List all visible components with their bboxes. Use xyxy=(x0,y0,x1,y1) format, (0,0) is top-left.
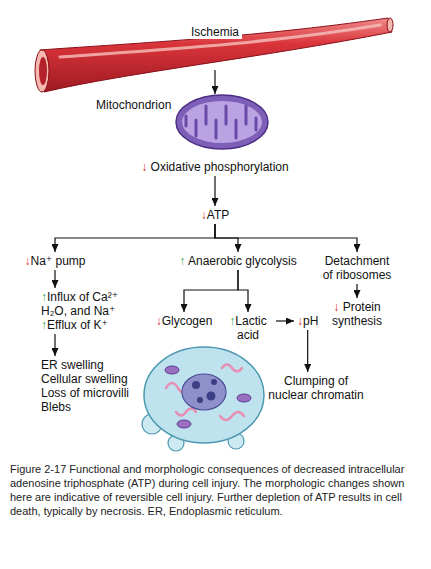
endoplasmic-reticulum xyxy=(166,365,244,421)
organelle-label: Mitochondrion xyxy=(96,94,272,152)
step-text: ↑Efflux of K⁺ xyxy=(41,318,135,332)
flow-arrow xyxy=(238,270,248,312)
flow-step: ↓Na⁺ pump xyxy=(21,252,88,270)
vessel-lumen xyxy=(39,57,47,85)
mitochondrion-cristae xyxy=(186,106,256,138)
mitochondrion-drawing xyxy=(176,95,268,149)
step-text: ↓ Oxidative phosphorylation xyxy=(141,160,288,174)
step-text: ↓ATP xyxy=(201,208,229,222)
flow-arrow xyxy=(54,270,55,288)
flow-step: Detachment of ribosomes xyxy=(317,252,397,284)
flow-step: ↓pH xyxy=(294,312,321,330)
step-text: ↓Glycogen xyxy=(156,314,213,328)
cell-nucleus xyxy=(182,374,226,410)
morphology-result: ER swelling Cellular swelling Loss of mi… xyxy=(38,356,138,416)
flow-arrow xyxy=(215,224,357,252)
vessel-label: Ischemia xyxy=(150,14,280,70)
chromatin-clump xyxy=(211,379,217,385)
flow-step: ↑Influx of Ca²⁺ H₂O, and Na⁺↑Efflux of K… xyxy=(38,288,138,334)
chromatin-clump xyxy=(207,392,216,401)
step-text: ER swelling Cellular swelling Loss of mi… xyxy=(41,358,135,414)
step-text: ↓pH xyxy=(297,314,318,328)
vessel-wall xyxy=(40,18,392,92)
step-text: Mitochondrion xyxy=(96,98,272,112)
cell-mitochondrion xyxy=(237,394,251,402)
flow-arrow xyxy=(54,334,55,356)
step-text: Detachment of ribosomes xyxy=(320,254,394,282)
flow-arrow xyxy=(307,330,308,372)
morphology-result: Clumping of nuclear chromatin xyxy=(262,372,370,404)
vessel-end xyxy=(387,18,393,32)
flow-arrow xyxy=(356,284,357,298)
mitochondrion-outer xyxy=(176,95,268,149)
cell-mitochondrion xyxy=(177,420,191,428)
flow-arrow xyxy=(184,270,238,312)
vessel-highlight xyxy=(60,25,380,57)
figure-caption: Figure 2-17 Functional and morphologic c… xyxy=(10,462,421,518)
blood-vessel xyxy=(35,18,393,92)
flow-step: ↓ Oxidative phosphorylation xyxy=(138,158,291,176)
step-text: ↓Na⁺ pump xyxy=(24,254,85,268)
chromatin-clump xyxy=(197,397,203,403)
flow-step: ↓Glycogen xyxy=(153,312,216,330)
flow-step: ↑ Anaerobic glycolysis xyxy=(176,252,299,270)
flow-arrow xyxy=(55,224,215,252)
flow-step: ↓ Protein synthesis xyxy=(322,298,392,330)
cell-mitochondrion xyxy=(165,366,179,374)
step-text: ↑ Anaerobic glycolysis xyxy=(179,254,296,268)
flow-arrow xyxy=(214,176,215,206)
flow-step: ↓ATP xyxy=(198,206,232,224)
step-text: Clumping of nuclear chromatin xyxy=(265,374,367,402)
cell-membrane xyxy=(144,347,264,443)
vessel-opening xyxy=(35,50,49,92)
flow-arrow xyxy=(214,70,215,94)
step-text: ↑Lactic acid xyxy=(223,314,273,342)
step-text: Ischemia xyxy=(188,25,242,39)
cell-drawing xyxy=(142,347,264,451)
flow-arrow xyxy=(276,320,294,321)
chromatin-clump xyxy=(192,381,200,389)
step-text: ↓ Protein synthesis xyxy=(325,300,389,328)
mitochondrion-inner xyxy=(182,101,262,143)
step-text: ↑Influx of Ca²⁺ H₂O, and Na⁺ xyxy=(41,290,135,318)
flow-step: ↑Lactic acid xyxy=(220,312,276,344)
